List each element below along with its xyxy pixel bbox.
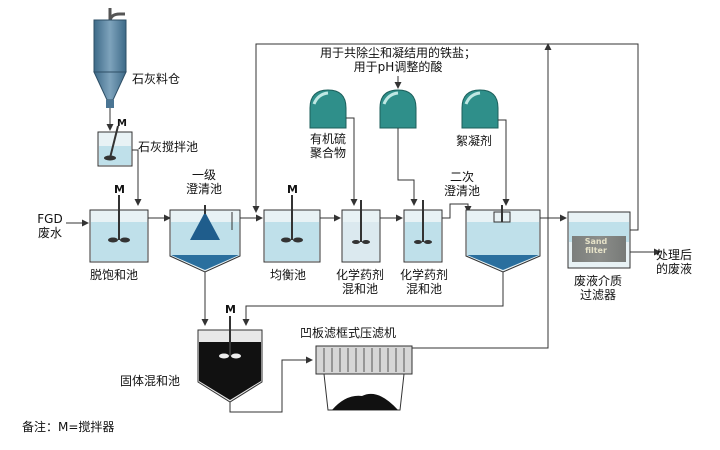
media-filter — [567, 211, 631, 269]
filtrate-return-line — [412, 60, 549, 349]
fgd-wastewater-label: FGD 废水 — [36, 212, 64, 240]
fgd-label-line1: FGD — [37, 212, 63, 226]
secondary-clarifier — [465, 205, 541, 273]
lime-to-saturation-arrow — [132, 149, 142, 206]
filter-press-label: 凹板滤框式压滤机 — [300, 326, 397, 340]
acid-iron-tank — [379, 89, 417, 129]
equalization-tank — [263, 195, 321, 263]
primary-clarifier-line1: 一级 — [191, 168, 216, 182]
organosulfide-label: 有机硫 聚合物 — [296, 132, 360, 160]
recycle-top-line — [255, 43, 548, 210]
treated-effluent-line2: 的废液 — [655, 262, 692, 276]
secondary-clarifier-label: 二次 澄清池 — [442, 170, 482, 198]
primary-clarifier-line2: 澄清池 — [185, 182, 222, 196]
primary-clarifier-label: 一级 澄清池 — [180, 168, 228, 196]
primary-clarifier — [169, 205, 241, 273]
filter-press — [315, 345, 413, 411]
chem-mix-tank-1 — [341, 200, 381, 263]
sand-filter-label: Sand filter — [578, 237, 614, 255]
lime-silo-label: 石灰料仓 — [132, 72, 181, 86]
organosulfide-line2: 聚合物 — [309, 146, 346, 160]
organosulfide-tank — [309, 89, 347, 129]
lime-mix-tank: M — [97, 118, 133, 167]
chem2-to-secondary-arrow — [442, 203, 472, 219]
chem-tank-2-label: 化学药剂 混和池 — [392, 268, 456, 296]
sand-filter-line2: filter — [585, 246, 607, 255]
solids-to-press-arrow — [229, 356, 313, 413]
mixer-m-solids: M — [225, 303, 236, 316]
lime-mix-m-mark: M — [117, 118, 127, 129]
solids-mix-tank-label: 固体混和池 — [120, 374, 181, 388]
chem-tank-1-label: 化学药剂 混和池 — [328, 268, 392, 296]
chem-tank-2-line1: 化学药剂 — [399, 268, 448, 282]
flocculant-feed-arrow — [498, 119, 510, 206]
organosulfide-line1: 有机硫 — [309, 132, 346, 146]
acid-feed-arrow — [397, 128, 418, 206]
solids-mix-tank — [197, 316, 263, 403]
flocculant-label: 絮凝剂 — [456, 134, 493, 148]
saturation-tank-label: 脱饱和池 — [90, 268, 139, 282]
treated-effluent-line1: 处理后 — [655, 248, 692, 262]
mixer-m-saturation: M — [114, 183, 125, 196]
lime-silo — [93, 8, 127, 108]
media-filter-label: 废液介质 过滤器 — [566, 274, 630, 302]
treated-effluent-label: 处理后 的废液 — [648, 248, 700, 276]
chem-mix-tank-2 — [403, 200, 443, 263]
mixer-m-equalization: M — [287, 183, 298, 196]
top-note-label: 用于共除尘和凝结用的铁盐； 用于pH调整的酸 — [300, 46, 496, 74]
chem-tank-1-line1: 化学药剂 — [335, 268, 384, 282]
backwash-line — [547, 43, 639, 231]
fgd-label-line2: 废水 — [37, 226, 62, 240]
top-note-line2: 用于pH调整的酸 — [353, 60, 443, 74]
lime-mix-tank-label: 石灰搅拌池 — [138, 140, 199, 154]
secondary-sludge-arrow — [242, 272, 504, 326]
media-filter-line1: 废液介质 — [573, 274, 622, 288]
organosulfide-feed-arrow — [346, 117, 358, 206]
chem-tank-2-line2: 混和池 — [405, 282, 442, 296]
secondary-clarifier-line1: 二次 — [449, 170, 474, 184]
sand-filter-line1: Sand — [584, 237, 608, 246]
top-note-line1: 用于共除尘和凝结用的铁盐； — [319, 46, 476, 60]
chem-tank-1-line2: 混和池 — [341, 282, 378, 296]
secondary-clarifier-line2: 澄清池 — [443, 184, 480, 198]
equalization-tank-label: 均衡池 — [270, 268, 307, 282]
flocculant-tank — [461, 89, 499, 129]
media-filter-line2: 过滤器 — [579, 288, 616, 302]
legend-note: 备注：M=搅拌器 — [22, 420, 115, 434]
saturation-tank — [89, 195, 149, 263]
